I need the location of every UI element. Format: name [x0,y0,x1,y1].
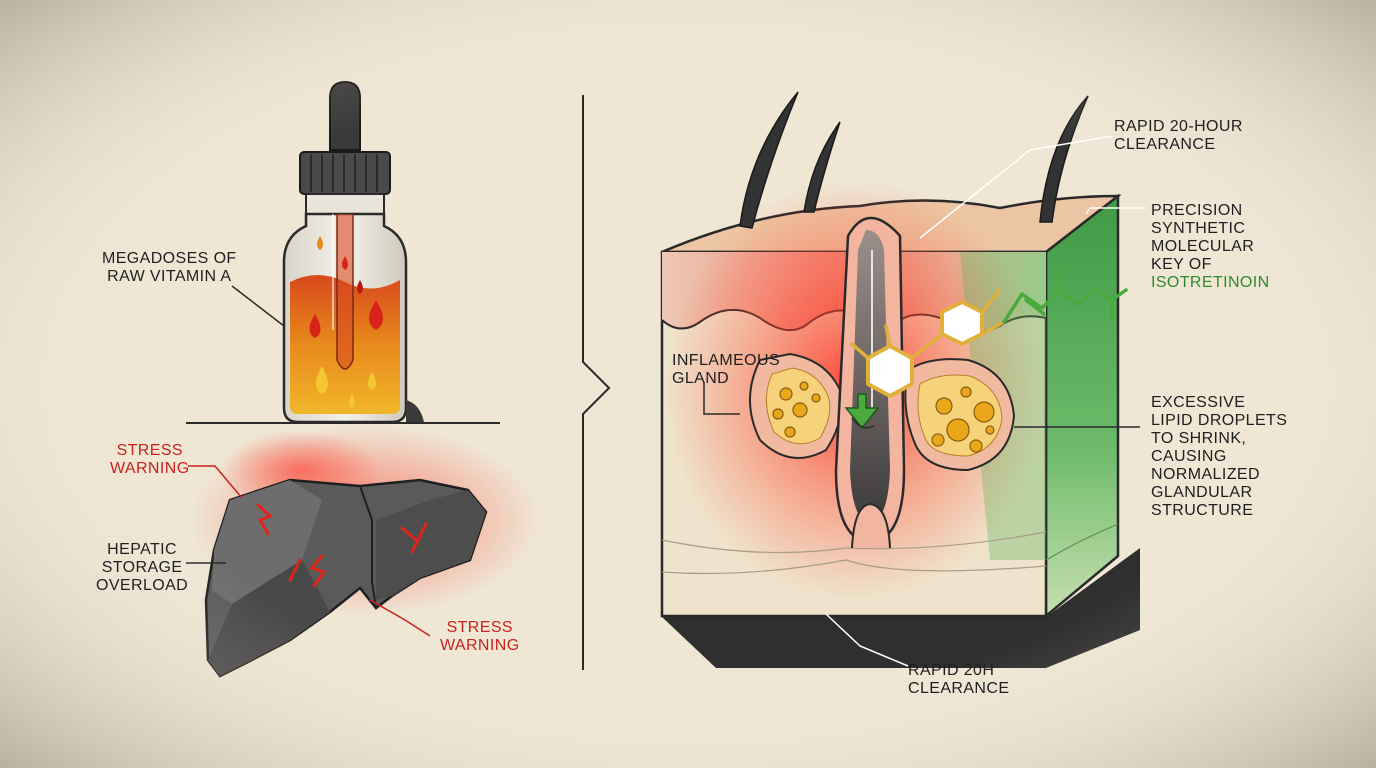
precision-line: MOLECULAR [1151,238,1255,255]
precision-line: PRECISION [1151,202,1243,219]
gland-line: GLAND [672,370,730,387]
gland-line: INFLAMEOUS [672,352,781,369]
stress-line: STRESS [116,442,183,459]
clearance-line: RAPID 20h [908,662,995,679]
precision-molecular-key-label: PRECISION SYNTHETIC MOLECULAR KEY OF ISO… [1151,202,1270,292]
stress-line: STRESS [446,619,513,636]
lipid-droplets-label: EXCESSIVE LIPID DROPLETS TO SHRINK, CAUS… [1151,394,1287,520]
lipid-line: NORMALIZED [1151,466,1260,483]
liver-label-line: STORAGE [101,559,183,576]
inflamed-gland-label: INFLAMEOUS GLAND [672,352,780,388]
liver-label-line: HEPATIC [107,541,177,558]
hepatic-overload-label: HEPATIC STORAGE OVERLOAD [96,541,188,595]
rapid-clearance-top-label: RAPID 20-HOUR CLEARANCE [1114,118,1243,154]
lipid-line: EXCESSIVE [1151,394,1246,411]
precision-line: SYNTHETIC [1151,220,1246,237]
lipid-line: GLANDULAR [1151,484,1253,501]
isotretinoin-label: ISOTRETINOIN [1151,274,1270,291]
lipid-line: LIPID DROPLETS [1151,412,1288,429]
clearance-line: CLEARANCE [908,680,1010,697]
stress-line: WARNING [440,637,520,654]
lipid-line: CAUSING [1151,448,1227,465]
vitamin-label-line: RAW VITAMIN A [107,268,232,285]
clearance-line: CLEARANCE [1114,136,1216,153]
vitamin-a-label: MEGADOSES OF RAW VITAMIN A [102,250,237,286]
stress-warning-top-label: STRESS WARNING [110,442,190,478]
clearance-line: RAPID 20-HOUR [1114,118,1243,135]
precision-line: KEY OF [1151,256,1212,273]
rapid-clearance-bottom-label: RAPID 20h CLEARANCE [908,662,1009,698]
lipid-line: TO SHRINK, [1151,430,1247,447]
stress-warning-bottom-label: STRESS WARNING [440,619,520,655]
vitamin-label-line: MEGADOSES OF [102,250,237,267]
stress-line: WARNING [110,460,190,477]
liver-label-line: OVERLOAD [96,577,189,594]
lipid-line: STRUCTURE [1151,502,1254,519]
